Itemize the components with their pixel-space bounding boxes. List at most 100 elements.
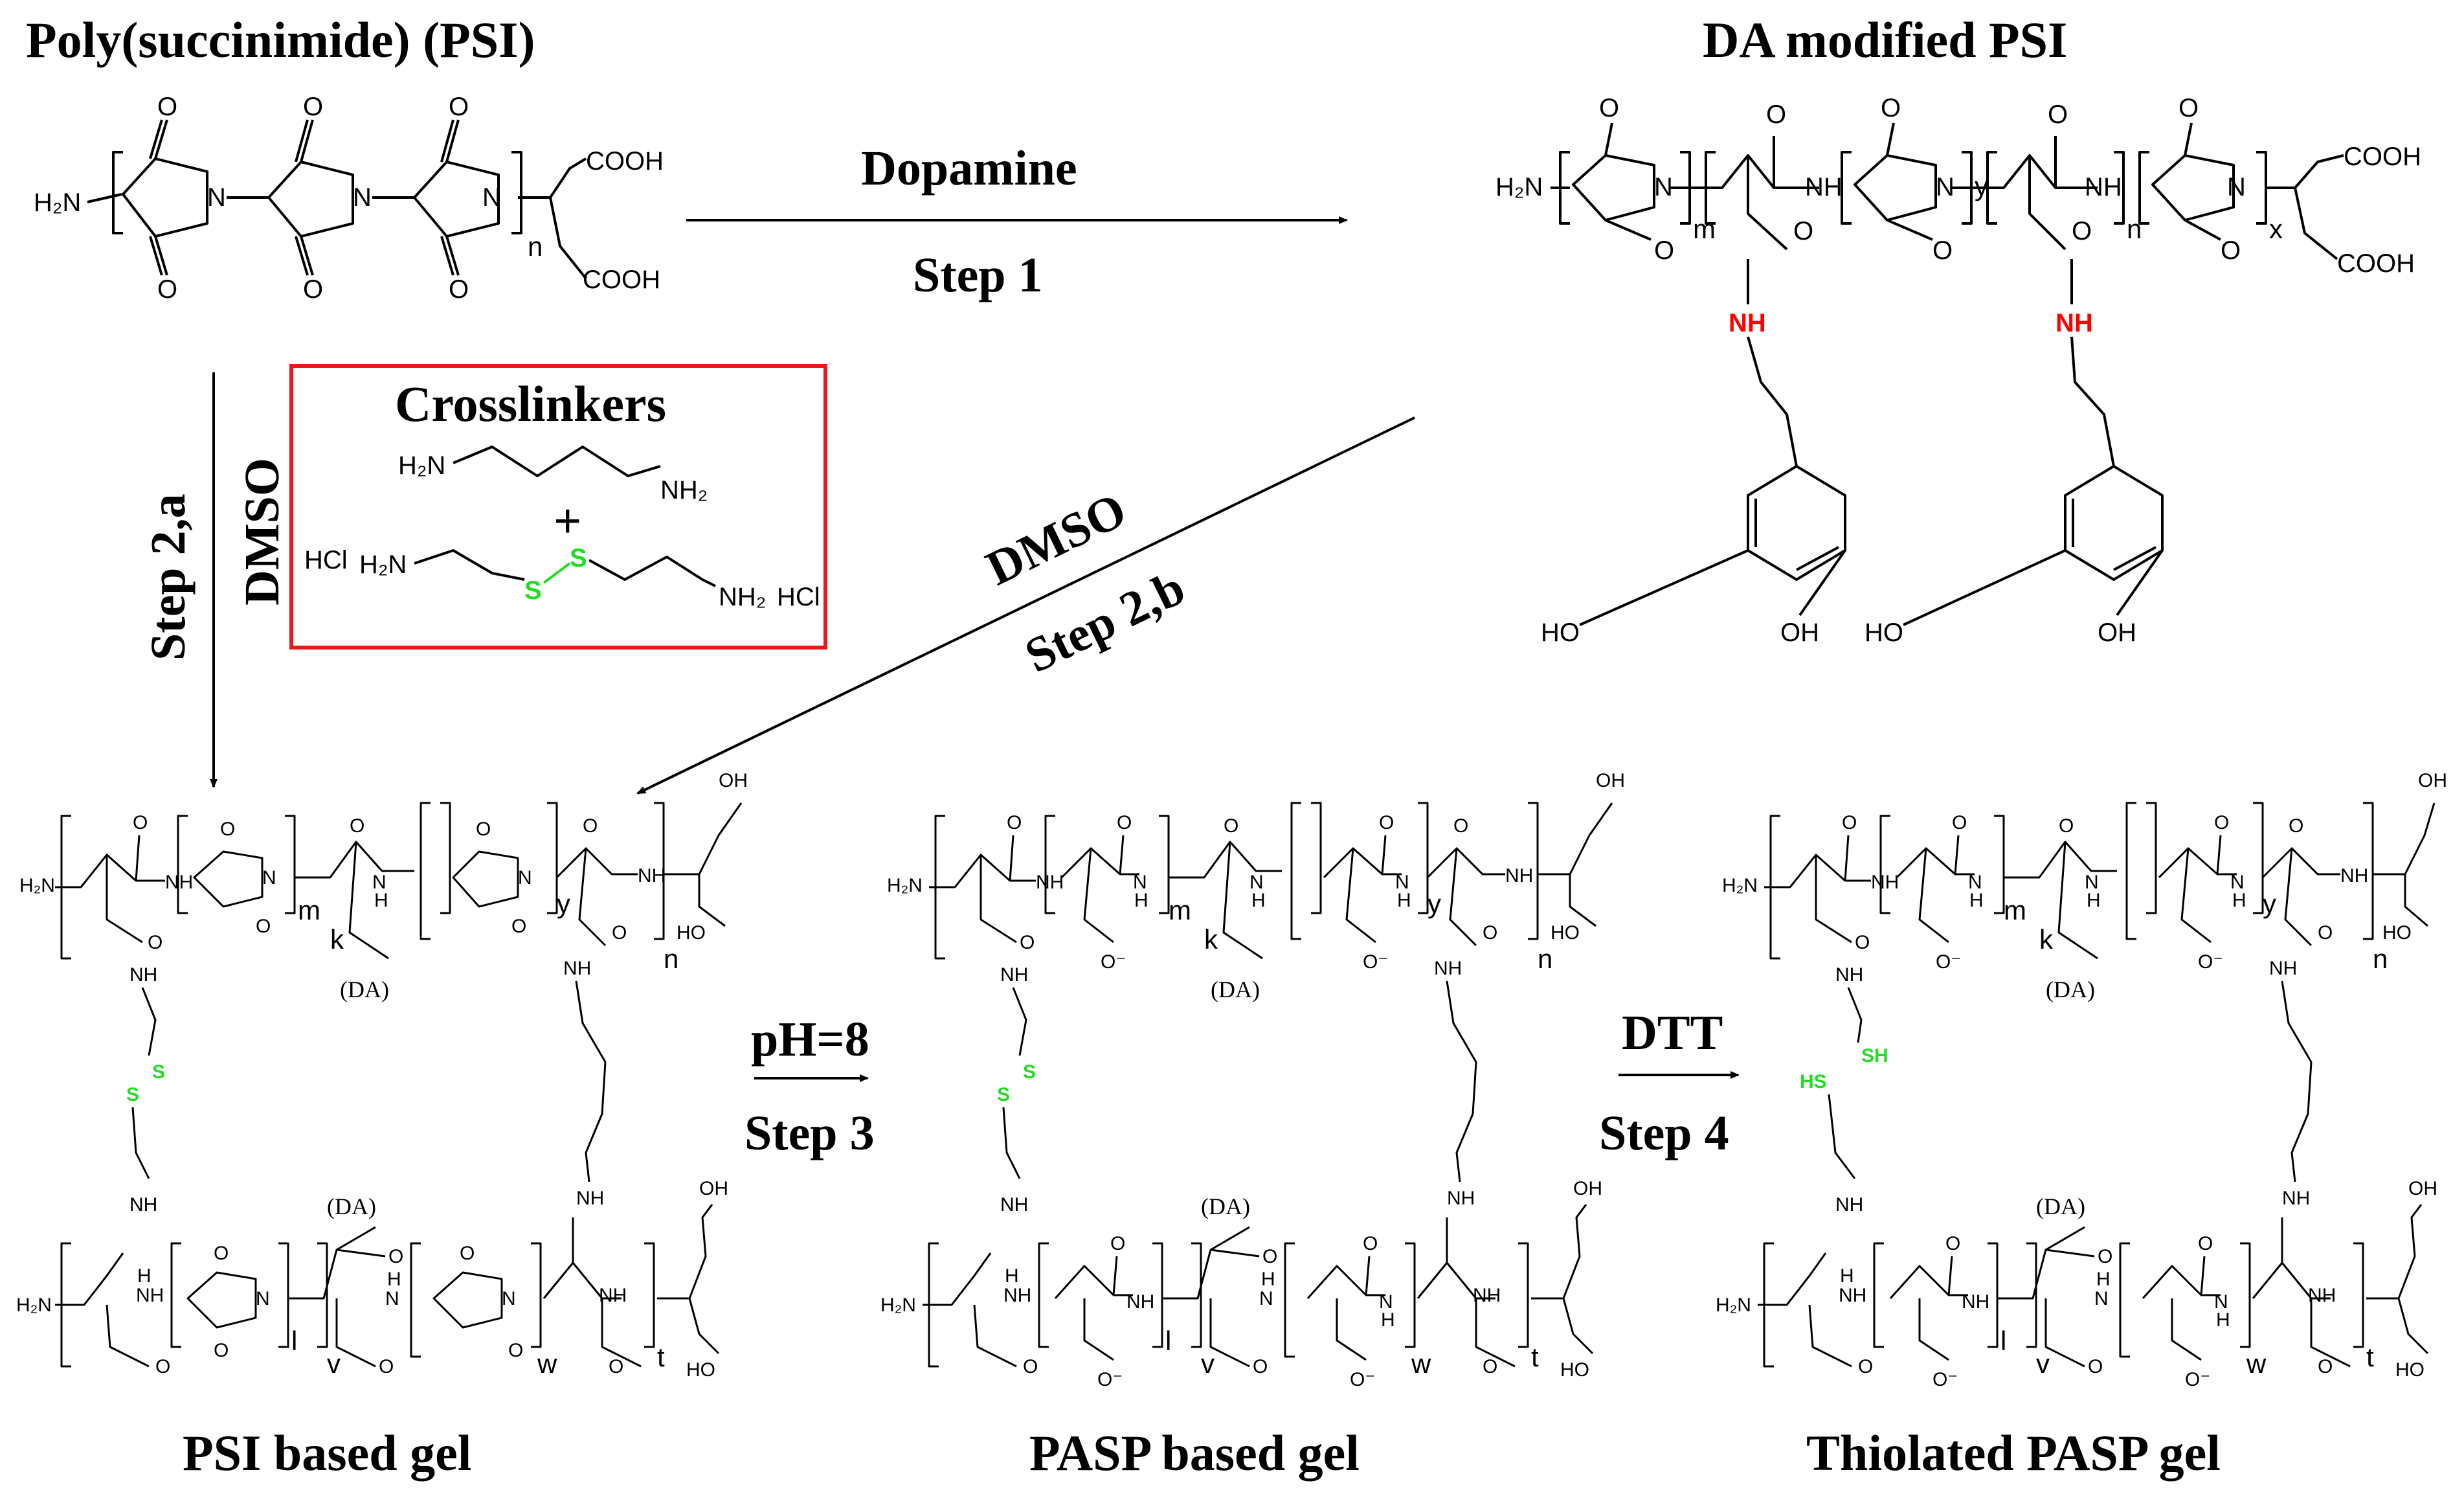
dapsi-ring2-n: N — [1936, 173, 1954, 201]
psigel-o-10: O — [155, 1356, 170, 1377]
thiogel-sub-v: v — [2036, 1348, 2050, 1379]
psigel-o-14: O — [388, 1246, 403, 1267]
dapsi-amide-o: O — [1766, 100, 1786, 129]
thiogel-o-13: O — [2318, 1356, 2333, 1377]
dapsi-nh-red-2: NH — [2055, 309, 2093, 337]
paspgel-sub-w: w — [1411, 1348, 1431, 1379]
paspgel-o-9: O — [1110, 1233, 1125, 1254]
thiogel-nh-2: NH — [2340, 865, 2368, 887]
dapsi-ring1-n: N — [1654, 173, 1673, 201]
dapsi-nh2: H₂N — [1495, 173, 1543, 201]
paspgel-sub-k: k — [1204, 924, 1218, 955]
thiogel-o-2: O — [1855, 932, 1870, 953]
psigel-da-2: (DA) — [327, 1193, 376, 1219]
dapsi-nh-1: NH — [1805, 173, 1842, 201]
psigel-h-2: H — [137, 1265, 151, 1287]
paspgel-da-2: (DA) — [1201, 1193, 1250, 1219]
dapsi-ho-2: HO — [1865, 618, 1903, 647]
psi-nh2-label: H₂N — [34, 188, 81, 217]
paspgel-h-6: H — [1381, 1309, 1395, 1331]
step3-arrow-group: pH=8 Step 3 — [745, 1012, 875, 1160]
psigel-n-4: N — [256, 1288, 270, 1309]
psigel-sub-v: v — [327, 1348, 341, 1379]
thiogel-o-minus-3: O⁻ — [1932, 1369, 1958, 1390]
psigel-nh-7: NH — [136, 1285, 164, 1306]
thiogel-nh-6: NH — [2282, 1188, 2310, 1209]
psi-ring1-o-top: O — [157, 93, 177, 121]
paspgel-nh-2: NH — [1505, 865, 1533, 887]
paspgel-s-2: S — [1023, 1061, 1036, 1083]
step2b-solvent: DMSO — [978, 482, 1135, 596]
psi-cooh-top: COOH — [586, 147, 664, 175]
dapsi-amide-o-2: O — [2048, 100, 2068, 129]
psi-ring2-n: N — [353, 183, 372, 212]
paspgel-o-2: O — [1020, 932, 1035, 953]
psigel-o-6: O — [476, 819, 491, 840]
thiogel-o-8: O — [1858, 1356, 1873, 1377]
dapsi-ring1-o-bottom: O — [1654, 236, 1674, 265]
pasp-gel-title: PASP based gel — [1029, 1425, 1360, 1481]
psi-title: Poly(succinimide) (PSI) — [26, 12, 535, 68]
psigel-nh-8: NH — [599, 1285, 627, 1306]
dapsi-ring3-o-top: O — [2178, 94, 2199, 122]
psi-ring2-o-bottom: O — [303, 275, 323, 304]
thiogel-sub-l: l — [2000, 1326, 2006, 1356]
paspgel-h-5: H — [1261, 1269, 1275, 1290]
paspgel-nh-9: NH — [1473, 1285, 1501, 1306]
thiogel-o-11: O — [2098, 1246, 2112, 1267]
thiogel-nh-4: NH — [1835, 1194, 1863, 1215]
dapsi-nh-red-1: NH — [1729, 309, 1766, 337]
step4-reagent: DTT — [1622, 1006, 1723, 1060]
thiogel-nh-1: NH — [1871, 872, 1899, 893]
psigel-sub-w: w — [537, 1348, 557, 1379]
thiogel-o-3: O — [1952, 812, 1967, 833]
paspgel-nh-7: NH — [1003, 1285, 1031, 1306]
paspgel-nh-1: NH — [1036, 872, 1064, 893]
step2b-arrow — [636, 416, 1415, 795]
thiogel-o-10: O — [2088, 1356, 2103, 1377]
paspgel-sub-n: n — [1538, 944, 1552, 974]
psigel-o-1: O — [133, 812, 148, 833]
step1-reagent: Dopamine — [861, 141, 1077, 196]
thiogel-o-6: O — [2289, 815, 2303, 837]
thiogel-h-1: H — [1969, 890, 1984, 911]
thiolated-gel-title: Thiolated PASP gel — [1806, 1425, 2221, 1481]
psi-ring3-o-bottom: O — [449, 275, 469, 304]
thiogel-o-7: O — [2318, 922, 2333, 944]
paspgel-nh2-top: H₂N — [887, 875, 923, 896]
paspgel-n-3: N — [1395, 872, 1409, 893]
da-psi-title: DA modified PSI — [1703, 12, 2067, 68]
paspgel-s-1: S — [997, 1084, 1010, 1105]
paspgel-oh-mid: HO — [1551, 922, 1580, 944]
paspgel-n-2: N — [1249, 872, 1264, 893]
dapsi-ho-1: HO — [1541, 618, 1580, 647]
paspgel-o-13: O — [1483, 1356, 1497, 1377]
paspgel-o-7: O — [1483, 922, 1497, 944]
psigel-nh-6: NH — [576, 1188, 604, 1209]
dapsi-ring1-o-top: O — [1599, 94, 1619, 122]
paspgel-sub-y: y — [1428, 888, 1441, 919]
dapsi-ring2-o-bottom: O — [1932, 236, 1953, 265]
step2a-label: Step 2,a — [141, 493, 196, 661]
thiogel-nh-9: NH — [2308, 1285, 2336, 1306]
thiogel-h-5: H — [2096, 1269, 2111, 1290]
psigel-o-11: O — [214, 1243, 229, 1264]
psigel-nh-2: NH — [638, 865, 666, 887]
thiogel-sub-w: w — [2246, 1348, 2267, 1379]
psigel-o-13: O — [379, 1356, 394, 1377]
psi-structure: H₂N O O N O O N O O N n COOH COOH — [34, 93, 664, 304]
psi-gel-structure: H₂N O NH O O O N m O N H k (DA) O O N y … — [16, 770, 748, 1381]
thiogel-da-1: (DA) — [2046, 977, 2095, 1002]
psigel-o-17: O — [609, 1356, 623, 1377]
paspgel-o-4: O — [1224, 815, 1238, 837]
crosslinker-plus: + — [554, 494, 581, 548]
psigel-sub-k: k — [330, 924, 344, 955]
thiogel-oh-bottom: HO — [2395, 1359, 2425, 1381]
thiogel-h-4: H — [1840, 1265, 1854, 1287]
thiogel-sub-k: k — [2039, 924, 2054, 955]
paspgel-o-minus-4: O⁻ — [1350, 1369, 1375, 1390]
thiogel-sub-n: n — [2373, 944, 2388, 974]
psigel-sub-y: y — [557, 888, 570, 919]
dapsi-ring3-n: N — [2227, 173, 2246, 201]
